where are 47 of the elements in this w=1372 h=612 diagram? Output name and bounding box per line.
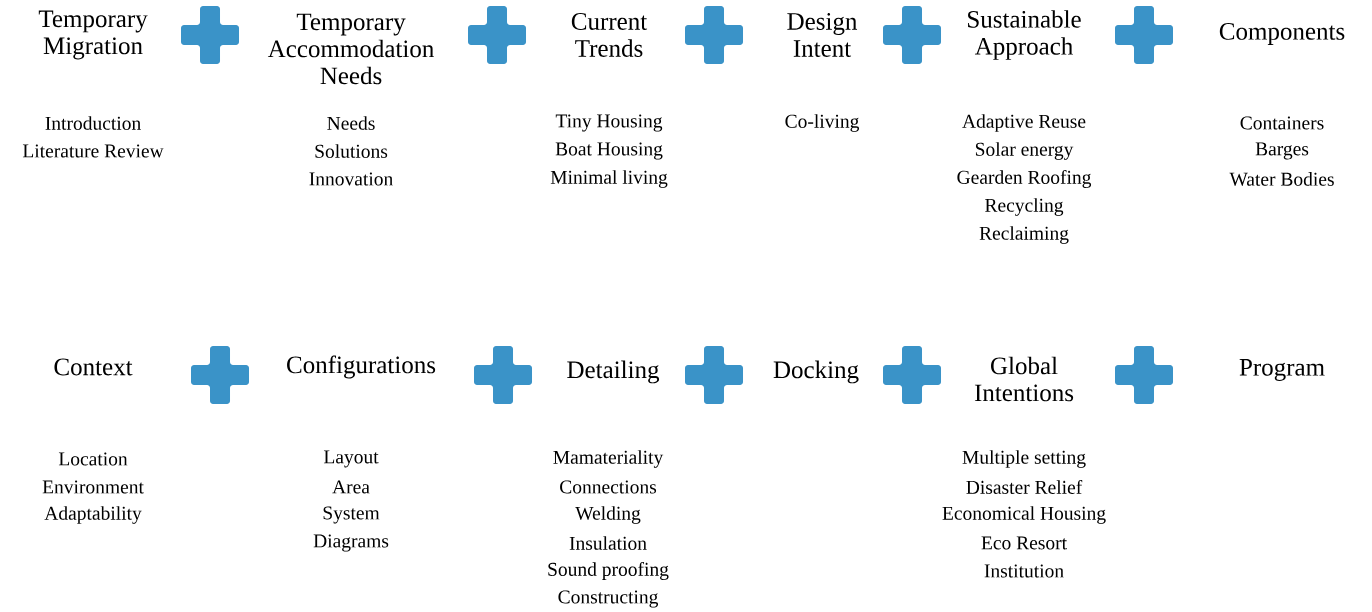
list-item: Insulation	[569, 536, 647, 550]
list-item: Location	[58, 452, 128, 466]
list-item: Sound proofing	[548, 562, 669, 580]
list-item: Reclaiming	[979, 226, 1069, 244]
heading: Program	[1239, 359, 1325, 381]
heading: Context	[54, 358, 133, 376]
list-item: Disaster Relief	[966, 480, 1083, 494]
list-item: Multiple setting	[962, 450, 1086, 468]
list-item: Eco Resort	[981, 536, 1067, 550]
list-item: Institution	[984, 564, 1064, 578]
list-item: Innovation	[309, 172, 393, 186]
list-item: Mamateriality	[553, 450, 664, 468]
heading: Docking	[773, 360, 859, 384]
list-item: Constructing	[558, 590, 658, 608]
list-item: Water Bodies	[1229, 172, 1334, 186]
list-item: Barges	[1255, 142, 1309, 160]
list-item: Recycling	[985, 198, 1064, 216]
list-item: Layout	[323, 450, 379, 468]
heading: Global Intentions	[974, 356, 1074, 402]
list-item: Diagrams	[313, 534, 389, 552]
list-item: Solar energy	[975, 142, 1074, 160]
list-item: System	[323, 506, 380, 524]
list-item: Connections	[560, 480, 657, 494]
heading: Configurations	[287, 355, 436, 379]
list-item: Welding	[575, 506, 641, 524]
heading: Temporary Migration	[38, 10, 148, 60]
list-item: Solutions	[315, 144, 388, 158]
heading: Current Trends	[571, 13, 648, 57]
list-item: Boat Housing	[555, 142, 663, 160]
heading: Sustainable Approach	[968, 10, 1081, 60]
heading: Components	[1219, 23, 1345, 45]
list-item: Adaptability	[44, 506, 142, 524]
list-item: Literature Review	[22, 144, 164, 158]
list-item: Environment	[42, 480, 144, 494]
list-item: Containers	[1240, 116, 1324, 130]
list-item: Gearden Roofing	[957, 170, 1092, 188]
list-item: Tiny Housing	[555, 114, 663, 132]
list-item: Adaptive Reuse	[962, 114, 1086, 132]
heading: Temporary Accommodation Needs	[267, 13, 434, 85]
list-item: Area	[332, 480, 370, 494]
list-item: Minimal living	[550, 170, 668, 188]
heading: Detailing	[567, 360, 660, 384]
heading: Design Intent	[787, 13, 858, 57]
list-item: Co-living	[785, 114, 859, 132]
list-item: Needs	[327, 116, 375, 130]
list-item: Introduction	[45, 116, 141, 130]
list-item: Economical Housing	[942, 506, 1106, 524]
